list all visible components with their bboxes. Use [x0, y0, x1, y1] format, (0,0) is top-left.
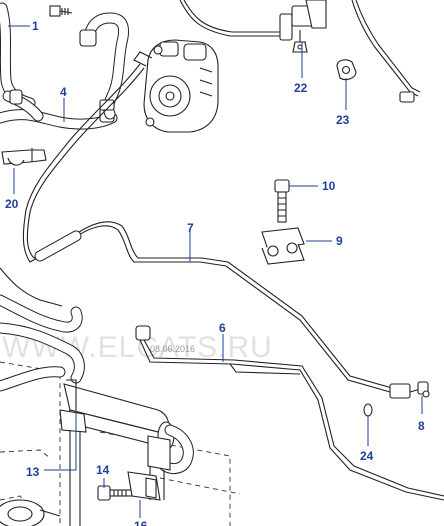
callout-13[interactable]: 13: [26, 465, 40, 479]
part-10-bolt: [274, 179, 290, 223]
right-pipe-23: [351, 0, 421, 103]
callout-leaders: [8, 25, 423, 518]
callout-1[interactable]: 1: [32, 19, 39, 33]
part-14-bolt: [97, 485, 133, 501]
frame-dashed: [0, 361, 241, 526]
part-16-bracket: [127, 471, 161, 501]
part-20-clamp: [1, 148, 47, 166]
callout-20[interactable]: 20: [5, 197, 19, 211]
watermark-date: 08.06.2016: [150, 344, 195, 354]
part-23-clip: [336, 59, 357, 81]
callout-7[interactable]: 7: [187, 221, 194, 235]
pump-supply-hose: [79, 12, 129, 120]
callout-6[interactable]: 6: [219, 321, 226, 335]
part-13-cooler: [59, 379, 194, 526]
callout-23[interactable]: 23: [336, 113, 350, 127]
callout-22[interactable]: 22: [294, 81, 308, 95]
pressure-line-7: [22, 63, 393, 393]
lower-hoses: [0, 267, 85, 392]
callout-9[interactable]: 9: [336, 234, 343, 248]
top-right-line: [179, 0, 327, 43]
callout-8[interactable]: 8: [418, 419, 425, 433]
bolt-top: [49, 5, 73, 17]
part-1-hose: [0, 2, 36, 109]
callout-24[interactable]: 24: [360, 449, 374, 463]
part-8-fitting: [389, 381, 430, 399]
callout-10[interactable]: 10: [322, 179, 336, 193]
part-9-clamp: [261, 227, 305, 265]
callout-14[interactable]: 14: [96, 463, 110, 477]
power-steering-pump: [133, 39, 219, 133]
callout-16[interactable]: 16: [134, 519, 148, 526]
part-24-fitting: [363, 403, 373, 417]
callout-4[interactable]: 4: [60, 85, 67, 99]
bottom-left-parts: [0, 499, 61, 526]
part-22-clip: [292, 41, 308, 53]
return-line-6: [135, 325, 444, 501]
